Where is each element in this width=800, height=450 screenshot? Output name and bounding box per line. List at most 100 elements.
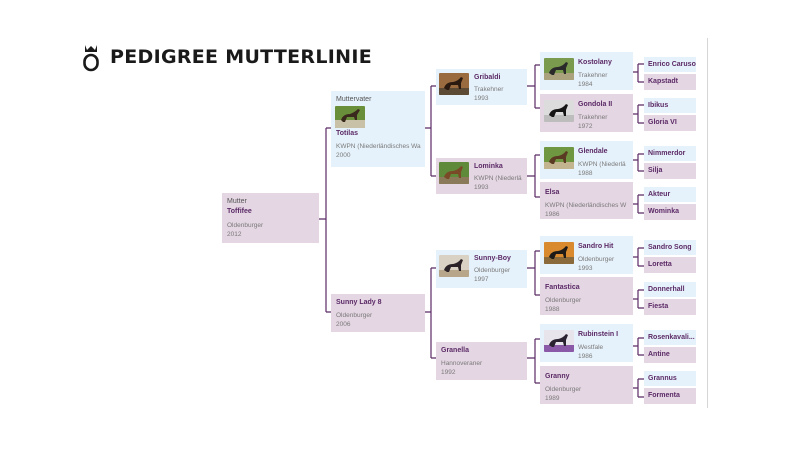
pedigree-card-g5[interactable]: Akteur [644, 187, 696, 202]
horse-photo-icon [439, 162, 469, 184]
horse-name: Fiesta [648, 303, 669, 310]
horse-name: Gloria VI [648, 119, 677, 126]
pedigree-card-g5[interactable]: Wominka [644, 204, 696, 220]
header: PEDIGREE MUTTERLINIE [82, 40, 372, 74]
horse-name: Akteur [648, 191, 671, 198]
pedigree-card-g5[interactable]: Silja [644, 163, 696, 179]
breed: Trakehner [578, 114, 608, 121]
pedigree-card-g5[interactable]: Antine [644, 347, 696, 363]
horse-photo-icon [544, 58, 574, 80]
birth-year: 1993 [474, 95, 489, 102]
pedigree-card-g4[interactable]: Elsa KWPN (Niederländisches W 1986 [540, 182, 633, 219]
pedigree-card-g3[interactable]: Sunny-Boy Oldenburger 1997 [436, 250, 527, 288]
horse-name: Enrico Caruso [648, 61, 696, 68]
pedigree-card-g5[interactable]: Sandro Song [644, 240, 696, 255]
birth-year: 1992 [441, 369, 456, 376]
pedigree-card-g3[interactable]: Lominka KWPN (Niederlä 1993 [436, 158, 527, 194]
horse-photo-icon [544, 242, 574, 264]
horse-name: Kostolany [578, 59, 612, 66]
horse-name: Sandro Song [648, 244, 692, 251]
pedigree-card-g5[interactable]: Formenta [644, 388, 696, 404]
horse-name: Silja [648, 167, 663, 174]
birth-year: 1988 [545, 306, 560, 313]
horse-name: Gondola II [578, 101, 613, 108]
pedigree-card-g5[interactable]: Nimmerdor [644, 146, 696, 161]
horse-name: Rubinstein I [578, 331, 619, 338]
breed: KWPN (Niederlä [578, 161, 626, 168]
pedigree-card-g5[interactable]: Kapstadt [644, 74, 696, 90]
birth-year: 1997 [474, 276, 489, 283]
pedigree-card-g4[interactable]: Kostolany Trakehner 1984 [540, 52, 633, 90]
horse-name: Sunny-Boy [474, 255, 511, 262]
pedigree-card-g4[interactable]: Glendale KWPN (Niederlä 1988 [540, 141, 633, 179]
birth-year: 1993 [578, 265, 593, 272]
logo-icon [83, 45, 99, 72]
horse-photo-icon [439, 73, 469, 95]
card-role: Mutter [227, 198, 247, 205]
card-role: Muttervater [336, 96, 372, 103]
horse-photo-icon [544, 147, 574, 169]
pedigree-card-mother[interactable]: Mutter Toffifee Oldenburger 2012 [222, 193, 319, 243]
horse-name: Donnerhall [648, 286, 685, 293]
birth-year: 2006 [336, 321, 351, 328]
breed: KWPN (Niederländisches Wa [336, 143, 421, 150]
breed: Oldenburger [545, 386, 582, 393]
birth-year: 1988 [578, 170, 593, 177]
horse-name: Gribaldi [474, 74, 501, 81]
horse-name: Sunny Lady 8 [336, 299, 382, 306]
pedigree-card-g4[interactable]: Sandro Hit Oldenburger 1993 [540, 236, 633, 274]
horse-name: Totilas [336, 130, 359, 137]
horse-photo-icon [544, 100, 574, 122]
pedigree-card-g4[interactable]: Gondola II Trakehner 1972 [540, 94, 633, 132]
pedigree-card-dam[interactable]: Sunny Lady 8 Oldenburger 2006 [331, 294, 425, 332]
breed: KWPN (Niederlä [474, 175, 522, 182]
birth-year: 1989 [545, 395, 560, 402]
horse-name: Glendale [578, 148, 608, 155]
pedigree-card-g5[interactable]: Grannus [644, 371, 696, 386]
horse-name: Lominka [474, 163, 503, 170]
breed: Oldenburger [474, 267, 511, 274]
horse-name: Toffifee [227, 208, 252, 215]
page-title: PEDIGREE MUTTERLINIE [110, 46, 372, 68]
pedigree-card-g5[interactable]: Donnerhall [644, 282, 696, 297]
breed: Oldenburger [227, 222, 264, 229]
pedigree-card-g5[interactable]: Loretta [644, 257, 696, 273]
pedigree-card-g3[interactable]: Granella Hannoveraner 1992 [436, 342, 527, 380]
pedigree-card-g4[interactable]: Granny Oldenburger 1989 [540, 366, 633, 404]
horse-name: Formenta [648, 392, 680, 399]
horse-name: Grannus [648, 375, 677, 382]
birth-year: 2012 [227, 231, 242, 238]
horse-photo-icon [439, 255, 469, 277]
birth-year: 1984 [578, 81, 593, 88]
breed: KWPN (Niederländisches W [545, 202, 627, 209]
horse-name: Ibikus [648, 102, 669, 109]
horse-name: Wominka [648, 208, 679, 215]
horse-name: Granny [545, 373, 570, 380]
birth-year: 1972 [578, 123, 593, 130]
birth-year: 1986 [545, 211, 560, 218]
birth-year: 2000 [336, 152, 351, 159]
horse-name: Kapstadt [648, 78, 678, 85]
horse-photo-icon [335, 106, 365, 128]
pedigree-card-g3[interactable]: Gribaldi Trakehner 1993 [436, 69, 527, 105]
horse-name: Loretta [648, 261, 672, 268]
pedigree-card-g4[interactable]: Fantastica Oldenburger 1988 [540, 277, 633, 315]
breed: Oldenburger [545, 297, 582, 304]
pedigree-card-g4[interactable]: Rubinstein I Westfale 1986 [540, 324, 633, 362]
birth-year: 1993 [474, 184, 489, 191]
pedigree-card-g5[interactable]: Ibikus [644, 98, 696, 113]
horse-photo-icon [544, 330, 574, 352]
breed: Westfale [578, 344, 604, 351]
horse-name: Nimmerdor [648, 150, 686, 157]
pedigree-card-g5[interactable]: Fiesta [644, 299, 696, 315]
breed: Hannoveraner [441, 360, 483, 367]
breed: Trakehner [474, 86, 504, 93]
pedigree-card-g5[interactable]: Gloria VI [644, 115, 696, 131]
pedigree-card-g5[interactable]: Rosenkavali... [644, 330, 696, 345]
horse-name: Fantastica [545, 284, 580, 291]
breed: Oldenburger [336, 312, 373, 319]
pedigree-card-sire[interactable]: Muttervater Totilas KWPN (Niederländisch… [331, 91, 425, 167]
horse-name: Rosenkavali... [648, 334, 695, 341]
pedigree-card-g5[interactable]: Enrico Caruso [644, 57, 696, 72]
